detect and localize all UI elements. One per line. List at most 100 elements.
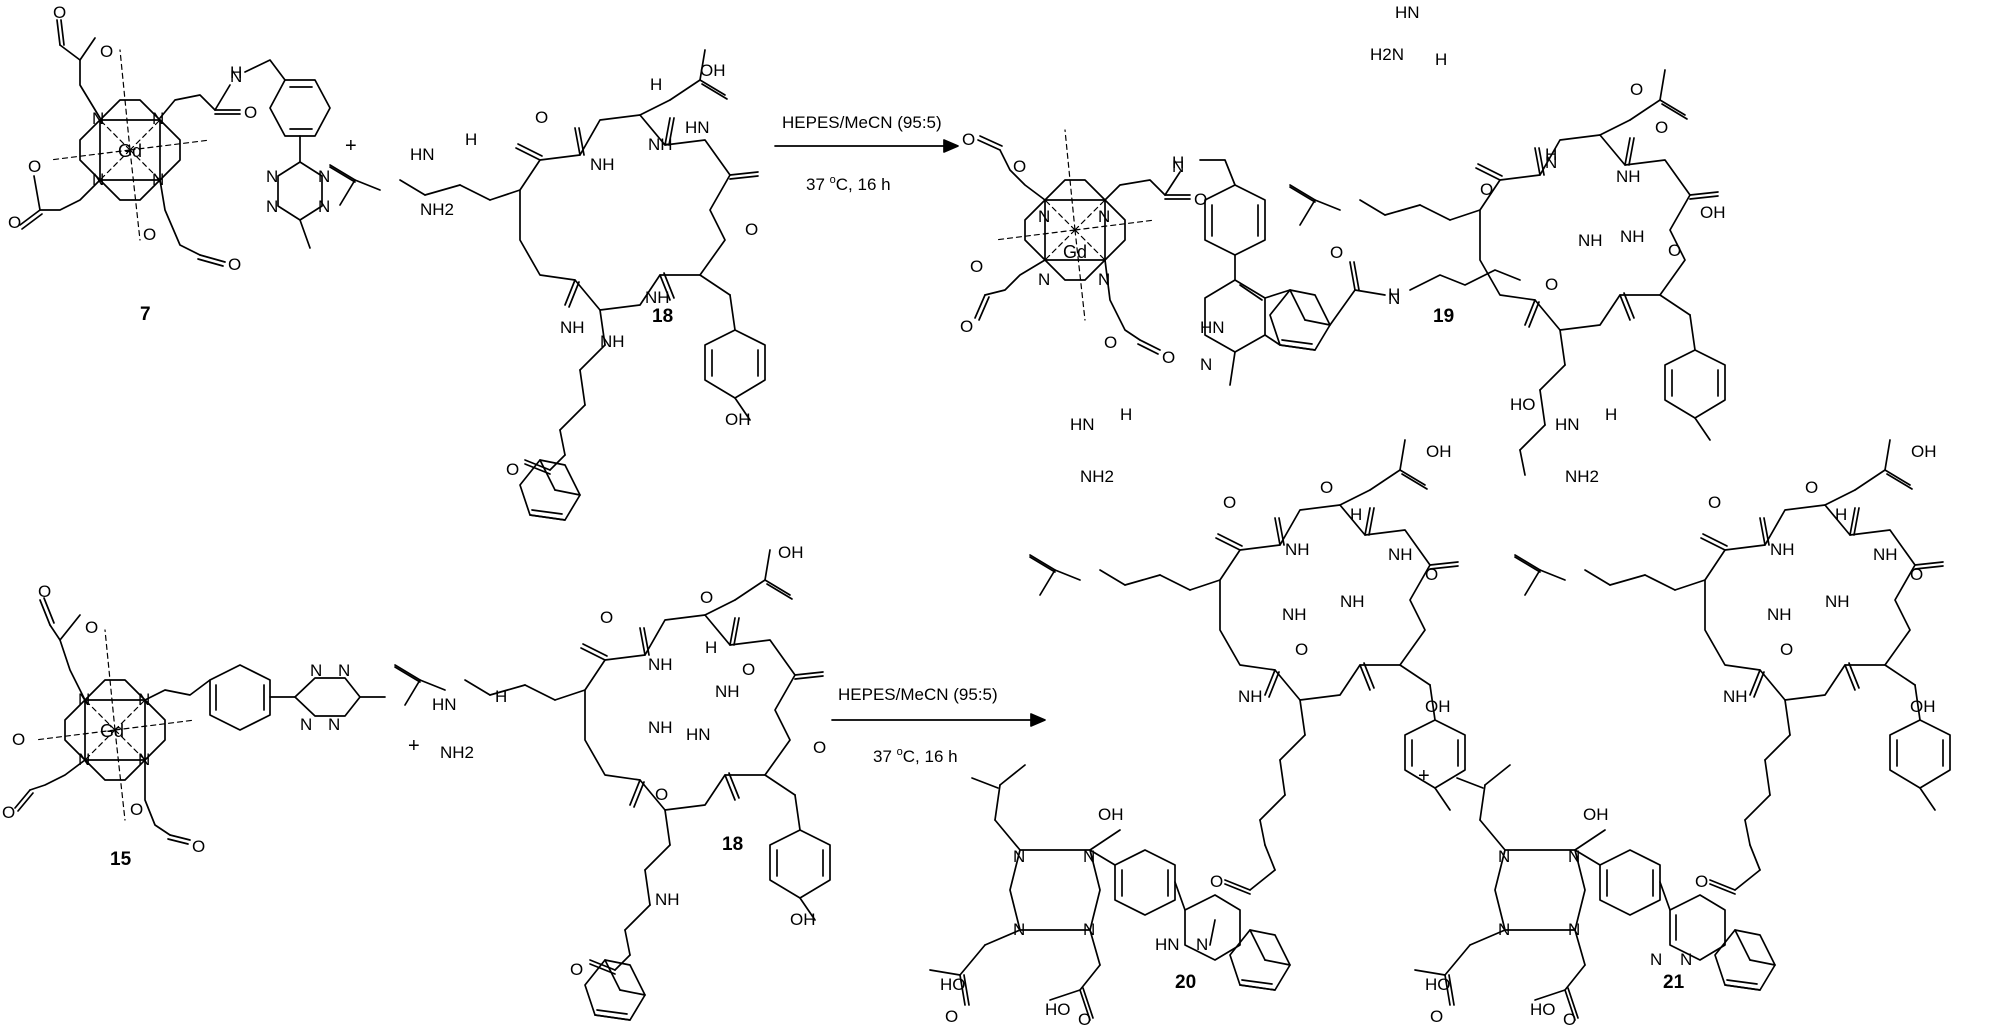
atom-label: HO xyxy=(940,975,966,994)
atom-label: O xyxy=(143,225,156,244)
atom-label: OH xyxy=(1425,697,1451,716)
atom-label: O xyxy=(28,157,41,176)
compound-20-structure xyxy=(929,439,1466,1021)
atom-label: N xyxy=(138,690,150,709)
atom-label: N xyxy=(230,67,242,86)
atom-label: N xyxy=(1650,950,1662,969)
atom-label: HO xyxy=(1045,1000,1071,1019)
atom-label: N xyxy=(1083,920,1095,939)
atom-label: O xyxy=(1425,565,1438,584)
atom-label: NH xyxy=(1620,227,1645,246)
atom-label: OH xyxy=(1098,805,1124,824)
atom-label: N xyxy=(310,661,322,680)
atom-label: O xyxy=(1708,493,1721,512)
atom-label: NH2 xyxy=(420,200,454,219)
atom-label: N xyxy=(318,197,330,216)
atom-label: N xyxy=(1013,847,1025,866)
atom-label: O xyxy=(962,130,975,149)
atom-label: O xyxy=(2,803,15,822)
atom-label: H xyxy=(1388,285,1400,304)
atom-label: HO xyxy=(1530,1000,1556,1019)
atom-label: O xyxy=(570,960,583,979)
atom-label: H xyxy=(1835,505,1847,524)
atom-label: NH xyxy=(715,682,740,701)
atom-label: H xyxy=(1545,145,1557,164)
atom-label: OH xyxy=(790,910,816,929)
compound-7-structure: Gd N N N N O O O O O O O H N N N N N xyxy=(8,3,331,274)
atom-label: H xyxy=(705,638,717,657)
atom-label: NH xyxy=(1388,545,1413,564)
atom-label: HN xyxy=(685,118,710,137)
atom-label: NH xyxy=(1723,687,1748,706)
atom-label: O xyxy=(1780,640,1793,659)
compound-18-structure-row1 xyxy=(329,49,766,521)
atom-label: O xyxy=(1078,1010,1091,1029)
conditions-solvent-row1: HEPES/MeCN (95:5) xyxy=(782,113,942,132)
atom-label: N xyxy=(1098,207,1110,226)
atom-label: O xyxy=(85,618,98,637)
atom-label: O xyxy=(1330,243,1343,262)
atom-label: O xyxy=(1320,478,1333,497)
atom-label: N xyxy=(1098,270,1110,289)
plus-sign-row1: + xyxy=(345,135,357,157)
compound-19-structure xyxy=(974,69,1726,476)
plus-sign-products: + xyxy=(1418,765,1430,787)
atom-label: O xyxy=(600,608,613,627)
atom-label: NH xyxy=(1825,592,1850,611)
atom-label: O xyxy=(38,582,51,601)
atom-label: O xyxy=(100,42,113,61)
conditions-temp-row2: 37 oC, 16 h xyxy=(873,746,958,766)
atom-label: N xyxy=(1083,847,1095,866)
compound-21-structure xyxy=(1414,439,1951,1021)
compound-label-18-row2: 18 xyxy=(722,834,743,855)
atom-label: HN xyxy=(1155,935,1180,954)
atom-label: O xyxy=(1910,565,1923,584)
gd-atom-15: Gd xyxy=(100,721,124,741)
atom-label: H xyxy=(465,130,477,149)
atom-label: HO xyxy=(1510,395,1536,414)
atom-label: N xyxy=(318,167,330,186)
atom-label: N xyxy=(1498,920,1510,939)
atom-label: NH xyxy=(648,655,673,674)
atom-label: NH xyxy=(645,288,670,307)
conditions-solvent-row2: HEPES/MeCN (95:5) xyxy=(838,685,998,704)
atom-label: N xyxy=(328,715,340,734)
plus-sign-row2: + xyxy=(408,735,420,757)
atom-label: O xyxy=(1480,180,1493,199)
atom-label: O xyxy=(1805,478,1818,497)
atom-label: O xyxy=(1630,80,1643,99)
atom-label: O xyxy=(1162,348,1175,367)
atom-label: O xyxy=(192,837,205,856)
compound-label-20: 20 xyxy=(1175,972,1196,993)
atom-label: O xyxy=(53,3,66,22)
compound-label-19: 19 xyxy=(1433,306,1454,327)
atom-label: N xyxy=(1545,153,1557,172)
reaction-arrow-row2 xyxy=(831,713,1046,727)
atom-label: OH xyxy=(1700,203,1726,222)
atom-label: O xyxy=(244,103,257,122)
gd-atom-7: Gd xyxy=(118,141,142,161)
atom-label: O xyxy=(1545,275,1558,294)
atom-label: NH2 xyxy=(440,743,474,762)
atom-label: N xyxy=(92,109,104,128)
atom-label: H xyxy=(1120,405,1132,424)
atom-label: NH xyxy=(1285,540,1310,559)
compound-label-7: 7 xyxy=(140,304,151,325)
atom-label: H xyxy=(1172,153,1184,172)
atom-label: NH2 xyxy=(1565,467,1599,486)
atom-label: NH xyxy=(1282,605,1307,624)
atom-label: N xyxy=(78,750,90,769)
atom-label: O xyxy=(1013,157,1026,176)
atom-label: O xyxy=(960,317,973,336)
reaction-arrow-row1 xyxy=(774,139,959,153)
atom-label: OH xyxy=(1426,442,1452,461)
atom-label: NH xyxy=(648,135,673,154)
atom-label: N xyxy=(138,750,150,769)
atom-label: OH xyxy=(1911,442,1937,461)
atom-label: O xyxy=(1695,872,1708,891)
atom-label: N xyxy=(1013,920,1025,939)
compound-15-structure xyxy=(14,597,386,845)
atom-label: NH2 xyxy=(1080,467,1114,486)
atom-label: NH xyxy=(1873,545,1898,564)
atom-label: NH xyxy=(1767,605,1792,624)
